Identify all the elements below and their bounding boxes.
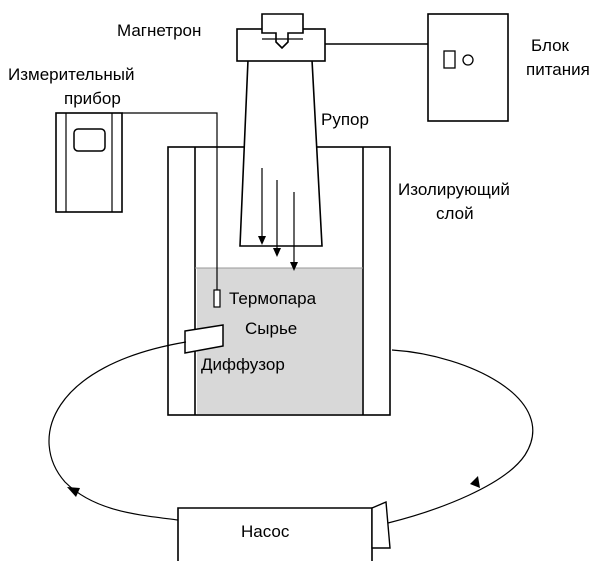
- insulating-layer-label-line1: Изолирующий: [398, 180, 510, 199]
- magnetron: [236, 13, 326, 62]
- microwave-arrows: [258, 168, 298, 271]
- left-return-pipe: [48, 341, 187, 521]
- diffuser: [184, 324, 224, 354]
- meter-display: [73, 128, 106, 152]
- pump-nozzle: [371, 500, 391, 549]
- left-flow-arrow: [67, 487, 80, 497]
- diffuser-label: Диффузор: [201, 355, 285, 374]
- meter-label-line2: прибор: [64, 89, 121, 108]
- circulation-loop: [48, 341, 534, 524]
- meter-label-line1: Измерительный: [8, 65, 134, 84]
- right-flow-arrow: [470, 476, 480, 488]
- magnetron-head: [261, 13, 304, 50]
- power-supply-label-line2: питания: [526, 60, 590, 79]
- thermocouple-wire: [122, 112, 218, 290]
- measuring-instrument: [55, 112, 221, 308]
- raw-material-region: [197, 268, 362, 414]
- raw-material-label: Сырье: [245, 319, 297, 338]
- horn: [239, 59, 323, 247]
- power-switch-icon: [443, 50, 456, 69]
- microwave-arrow-3-head: [290, 262, 298, 271]
- power-indicator-icon: [462, 54, 474, 66]
- insulating-layer-label-line2: слой: [436, 204, 474, 223]
- thermocouple-probe: [213, 289, 221, 308]
- microwave-arrow-1-head: [258, 236, 266, 245]
- right-outlet-pipe: [387, 349, 534, 524]
- magnetron-label: Магнетрон: [117, 21, 201, 40]
- power-supply-box: [427, 13, 509, 122]
- pump: [177, 500, 391, 561]
- power-supply: [325, 13, 509, 122]
- thermocouple-label: Термопара: [229, 289, 317, 308]
- microwave-arrow-2-head: [273, 248, 281, 257]
- power-supply-label-line1: Блок: [531, 36, 570, 55]
- pump-label: Насос: [241, 522, 290, 541]
- horn-label: Рупор: [321, 110, 369, 129]
